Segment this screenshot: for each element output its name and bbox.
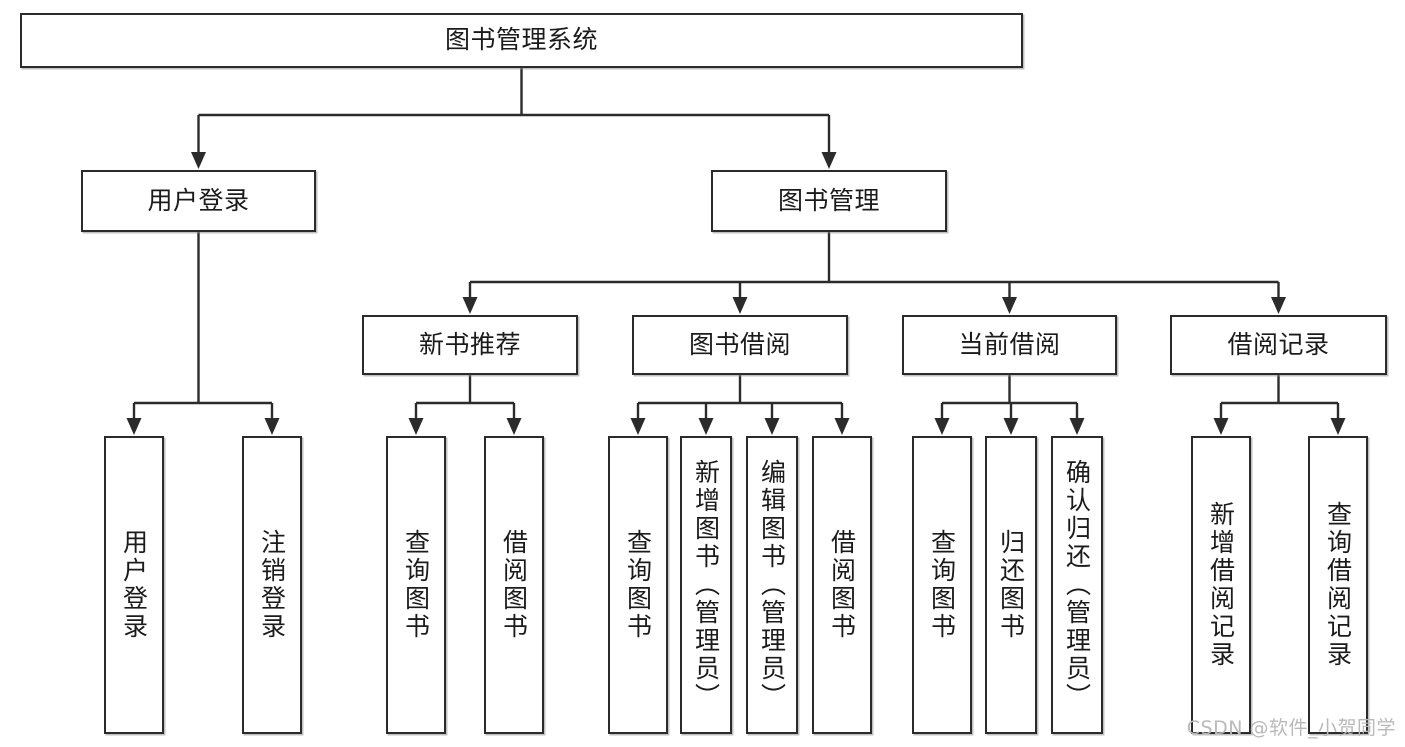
node-label: 新增图书（管理员） (691, 459, 721, 711)
node-leaf-add-book[interactable]: 新增图书（管理员） (680, 436, 732, 734)
node-label: 查询图书 (401, 529, 431, 641)
arrowhead-icon (1003, 418, 1019, 435)
node-leaf-query-book-2[interactable]: 查询图书 (608, 436, 668, 734)
node-leaf-borrow-book-1[interactable]: 借阅图书 (484, 436, 544, 734)
arrowhead-icon (834, 418, 850, 435)
node-label: 用户登录 (119, 529, 149, 641)
node-user-login[interactable]: 用户登录 (81, 170, 316, 232)
arrowhead-icon (1271, 297, 1286, 314)
node-label: 查询图书 (623, 529, 653, 641)
arrowhead-icon (408, 418, 424, 435)
arrowhead-icon (126, 418, 142, 435)
node-leaf-query-book-1[interactable]: 查询图书 (386, 436, 446, 734)
arrowhead-icon (1069, 418, 1085, 435)
node-label: 归还图书 (996, 529, 1026, 641)
node-leaf-borrow-book-2[interactable]: 借阅图书 (812, 436, 872, 734)
arrowhead-icon (630, 418, 646, 435)
arrowhead-icon (462, 297, 478, 314)
node-label: 借阅图书 (499, 529, 529, 641)
node-label: 新书推荐 (418, 329, 521, 359)
node-label: 借阅图书 (827, 529, 857, 641)
node-label: 查询借阅记录 (1323, 501, 1353, 669)
node-label: 确认归还（管理员） (1062, 459, 1092, 711)
arrowhead-icon (1213, 418, 1229, 435)
node-leaf-user-logout[interactable]: 注销登录 (242, 436, 302, 734)
node-leaf-return-book[interactable]: 归还图书 (985, 436, 1037, 734)
node-book-manage[interactable]: 图书管理 (711, 170, 947, 232)
arrowhead-icon (764, 418, 780, 435)
arrowhead-icon (191, 152, 206, 169)
arrowhead-icon (264, 418, 280, 435)
node-leaf-query-book-3[interactable]: 查询图书 (912, 436, 972, 734)
arrowhead-icon (698, 418, 714, 435)
node-label: 图书管理 (777, 185, 880, 215)
arrowhead-icon (732, 297, 748, 314)
node-leaf-add-record[interactable]: 新增借阅记录 (1191, 436, 1251, 734)
node-leaf-confirm-return[interactable]: 确认归还（管理员） (1051, 436, 1103, 734)
node-new-book-rec[interactable]: 新书推荐 (362, 315, 578, 375)
node-borrow-record[interactable]: 借阅记录 (1170, 315, 1387, 375)
node-root[interactable]: 图书管理系统 (20, 13, 1023, 68)
node-label: 查询图书 (927, 529, 957, 641)
node-label: 用户登录 (147, 185, 250, 215)
node-label: 图书管理系统 (444, 25, 598, 55)
arrowhead-icon (1002, 297, 1017, 314)
node-leaf-query-record[interactable]: 查询借阅记录 (1308, 436, 1368, 734)
node-leaf-edit-book[interactable]: 编辑图书（管理员） (746, 436, 798, 734)
node-label: 当前借阅 (958, 329, 1061, 359)
node-book-borrow[interactable]: 图书借阅 (632, 315, 848, 375)
arrowhead-icon (1330, 418, 1346, 435)
node-label: 借阅记录 (1227, 329, 1330, 359)
node-current-borrow[interactable]: 当前借阅 (902, 315, 1117, 375)
arrowhead-icon (934, 418, 950, 435)
node-label: 新增借阅记录 (1206, 501, 1236, 669)
node-leaf-user-login[interactable]: 用户登录 (104, 436, 164, 734)
arrowhead-icon (506, 418, 522, 435)
node-label: 编辑图书（管理员） (757, 459, 787, 711)
arrowhead-icon (821, 152, 837, 169)
node-label: 图书借阅 (688, 329, 791, 359)
node-label: 注销登录 (257, 529, 287, 641)
